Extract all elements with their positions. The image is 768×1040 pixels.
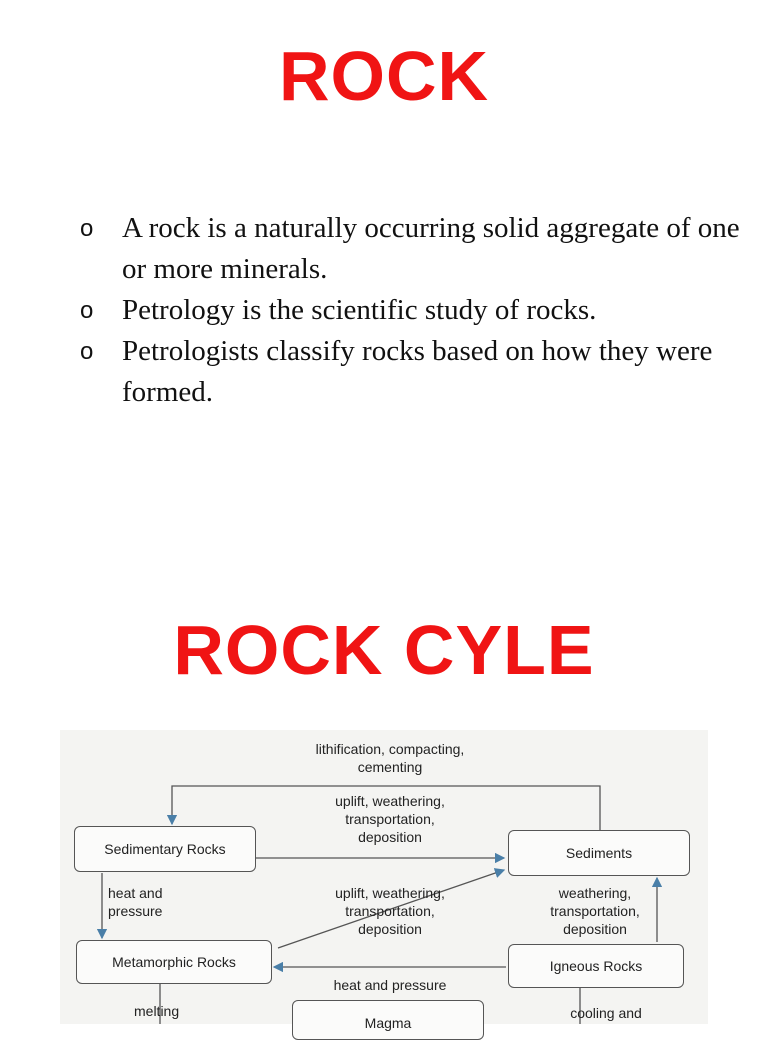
bullet-marker: o (80, 215, 94, 242)
label-mid-1: uplift, weathering, (335, 885, 445, 901)
node-igneous-rocks: Igneous Rocks (508, 944, 684, 988)
label-heat-and-pressure: heat and pressure (333, 977, 447, 993)
label-right-2: transportation, (550, 903, 640, 919)
page-title-rock-cycle: ROCK CYLE (173, 611, 595, 689)
bullet-text: A rock is a naturally occurring solid ag… (122, 212, 740, 285)
label-melting: melting (134, 1003, 180, 1019)
label-right-1: weathering, (558, 885, 632, 901)
diagram-arrows (96, 785, 663, 1024)
label-upper-2: transportation, (345, 811, 435, 827)
node-metamorphic-rocks: Metamorphic Rocks (76, 940, 272, 984)
bullet-marker: o (80, 338, 94, 365)
label-mid-2: transportation, (345, 903, 435, 919)
list-item: o Petrology is the scientific study of r… (80, 290, 750, 331)
label-upper-3: deposition (358, 829, 422, 845)
arrow-lithification (166, 785, 601, 838)
label-lithification-1: lithification, compacting, (315, 741, 465, 757)
bullet-text: Petrologists classify rocks based on how… (122, 335, 713, 408)
node-sediments: Sediments (508, 830, 690, 876)
label-upper-1: uplift, weathering, (335, 793, 445, 809)
label-heat-2: pressure (108, 903, 163, 919)
page-title-rock: ROCK (278, 37, 490, 115)
bullet-marker: o (80, 297, 94, 324)
definition-list: o A rock is a naturally occurring solid … (80, 208, 750, 413)
label-lithification-2: cementing (357, 759, 423, 775)
bullet-text: Petrology is the scientific study of roc… (122, 294, 597, 326)
rock-cycle-diagram: lithification, compacting, cementing upl… (60, 730, 708, 1040)
label-mid-3: deposition (358, 921, 422, 937)
list-item: o A rock is a naturally occurring solid … (80, 208, 750, 290)
arrow-metamorphic-to-sediments (277, 868, 506, 949)
label-right-3: deposition (563, 921, 627, 937)
label-cooling: cooling and (570, 1005, 642, 1021)
list-item: o Petrologists classify rocks based on h… (80, 331, 750, 413)
node-magma: Magma (292, 1000, 484, 1040)
node-sedimentary-rocks: Sedimentary Rocks (74, 826, 256, 872)
label-heat-1: heat and (108, 885, 163, 901)
